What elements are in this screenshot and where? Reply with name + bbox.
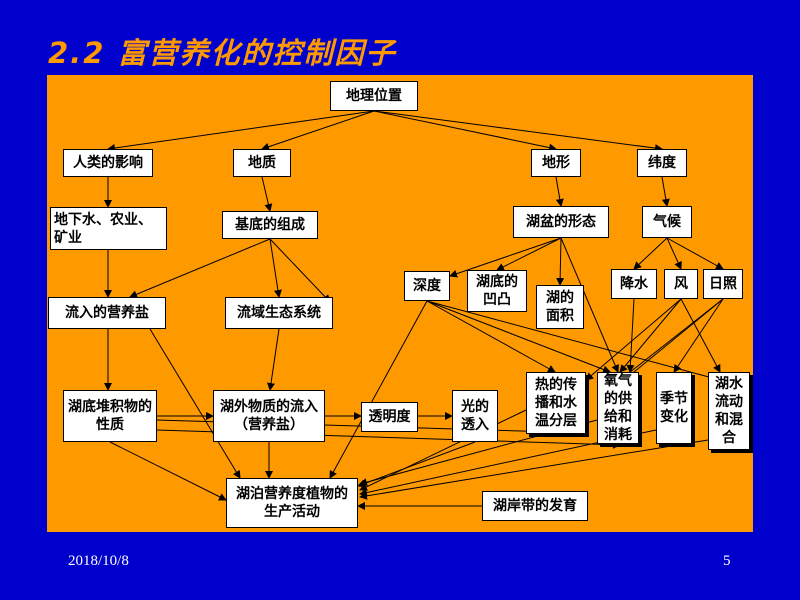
slide-title: 2.2 富营养化的控制因子 [48,36,397,70]
node-geo-location: 地理位置 [330,81,418,111]
node-watershed-ecosystem: 流域生态系统 [225,297,333,329]
node-human-influence: 人类的影响 [63,149,153,177]
node-seasonal-change: 季节变化 [656,372,692,444]
page-number: 5 [723,553,731,569]
node-climate: 气候 [642,206,692,238]
node-depth: 深度 [404,271,450,301]
node-landform: 地形 [531,149,581,177]
node-sunlight: 日照 [703,269,743,299]
node-light-penetration: 光的透入 [452,390,498,442]
node-lake-area: 湖的面积 [536,285,584,329]
node-wind: 风 [664,269,698,299]
node-heat-transfer-stratification: 热的传播和水温分层 [526,372,586,434]
node-basin-shape: 湖盆的形态 [513,206,609,238]
node-latitude: 纬度 [637,149,687,177]
node-lake-productivity: 湖泊营养度植物的生产活动 [226,478,358,528]
node-transparency: 透明度 [361,402,418,432]
node-inflow-nutrients: 流入的营养盐 [48,297,166,329]
node-substrate-composition: 基底的组成 [222,211,318,239]
node-littoral-development: 湖岸带的发育 [482,491,588,521]
node-bottom-relief: 湖底的凹凸 [467,270,527,312]
footer-date: 2018/10/8 [68,553,129,569]
node-geology: 地质 [233,149,291,177]
node-water-flow-mixing: 湖水流动和混合 [708,372,750,450]
node-oxygen-supply-consumption: 氧气的供给和消耗 [597,372,639,444]
node-groundwater-agriculture-mining: 地下水、农业、矿业 [50,207,167,250]
node-rainfall: 降水 [611,269,657,299]
node-external-input-nutrients: 湖外物质的流入（营养盐） [213,390,325,442]
node-sediment-properties: 湖底堆积物的性质 [63,390,157,442]
